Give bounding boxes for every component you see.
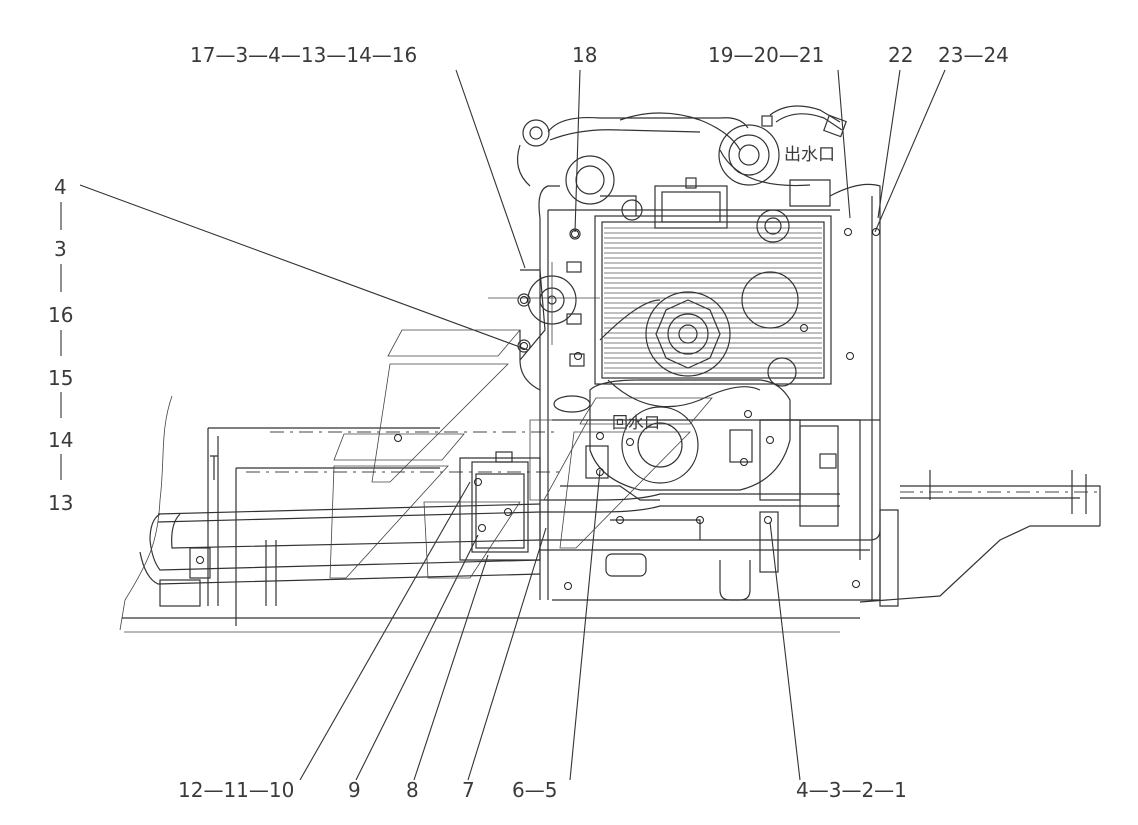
- section-symbols: [329, 329, 713, 579]
- bolt-marker: [846, 352, 854, 360]
- callout-bottom-group-10-12: 12—11—10: [178, 778, 294, 802]
- bolt-marker: [474, 478, 482, 486]
- bolt-marker: [764, 516, 772, 524]
- callout-bottom-8: 8: [406, 778, 419, 802]
- callout-bottom-group-5-6: 6—5: [512, 778, 557, 802]
- bolt-marker: [574, 352, 582, 360]
- water-return-label: 回水口: [612, 413, 660, 432]
- bolt-marker: [520, 296, 528, 304]
- callout-left-3: 3: [54, 237, 67, 261]
- upper-components: 出水口: [517, 105, 847, 243]
- bolt-marker: [844, 228, 852, 236]
- callout-top-22: 22: [888, 43, 913, 67]
- callout-top-group-1: 17—3—4—13—14—16: [190, 43, 417, 67]
- callout-top-group-23-24: 23—24: [938, 43, 1009, 67]
- bolt-marker: [696, 516, 704, 524]
- bolt-marker: [766, 436, 774, 444]
- bolt-marker: [504, 508, 512, 516]
- left-accessories: [488, 228, 600, 367]
- central-fan: [599, 271, 799, 408]
- callout-top-group-19-21: 19—20—21: [708, 43, 824, 67]
- bolt-marker: [744, 410, 752, 418]
- callout-left-15: 15: [48, 366, 73, 390]
- bolt-marker: [596, 432, 604, 440]
- callout-left-4: 4: [54, 175, 67, 199]
- battery-box: [459, 451, 541, 561]
- callout-bottom-7: 7: [462, 778, 475, 802]
- bolt-marker: [478, 524, 486, 532]
- bolt-markers: [196, 228, 880, 590]
- bolt-marker: [872, 228, 880, 236]
- callout-bottom-9: 9: [348, 778, 361, 802]
- callout-top-18: 18: [572, 43, 597, 67]
- right-frame: [859, 470, 1101, 607]
- callout-left-13: 13: [48, 491, 73, 515]
- leader-lines: [79, 69, 946, 781]
- bolt-marker: [800, 324, 808, 332]
- bolt-marker: [394, 434, 402, 442]
- bolt-marker: [626, 438, 634, 446]
- callout-left-14: 14: [48, 428, 73, 452]
- callout-bottom-group-1-4: 4—3—2—1: [796, 778, 907, 802]
- callout-left-stack: 4 3 16 15 14 13: [48, 175, 73, 515]
- bolt-marker: [852, 580, 860, 588]
- bolt-marker: [571, 230, 579, 238]
- chassis-frame: [119, 395, 860, 633]
- water-outlet-label: 出水口: [784, 145, 835, 165]
- bolt-marker: [520, 342, 528, 350]
- callout-left-16: 16: [48, 303, 73, 327]
- bolt-marker: [564, 582, 572, 590]
- gear-housing: 回水口: [553, 379, 837, 601]
- bolt-marker: [740, 458, 748, 466]
- bolt-marker: [596, 468, 604, 476]
- piping: [540, 419, 881, 560]
- bolt-marker: [196, 556, 204, 564]
- bolt-marker: [616, 516, 624, 524]
